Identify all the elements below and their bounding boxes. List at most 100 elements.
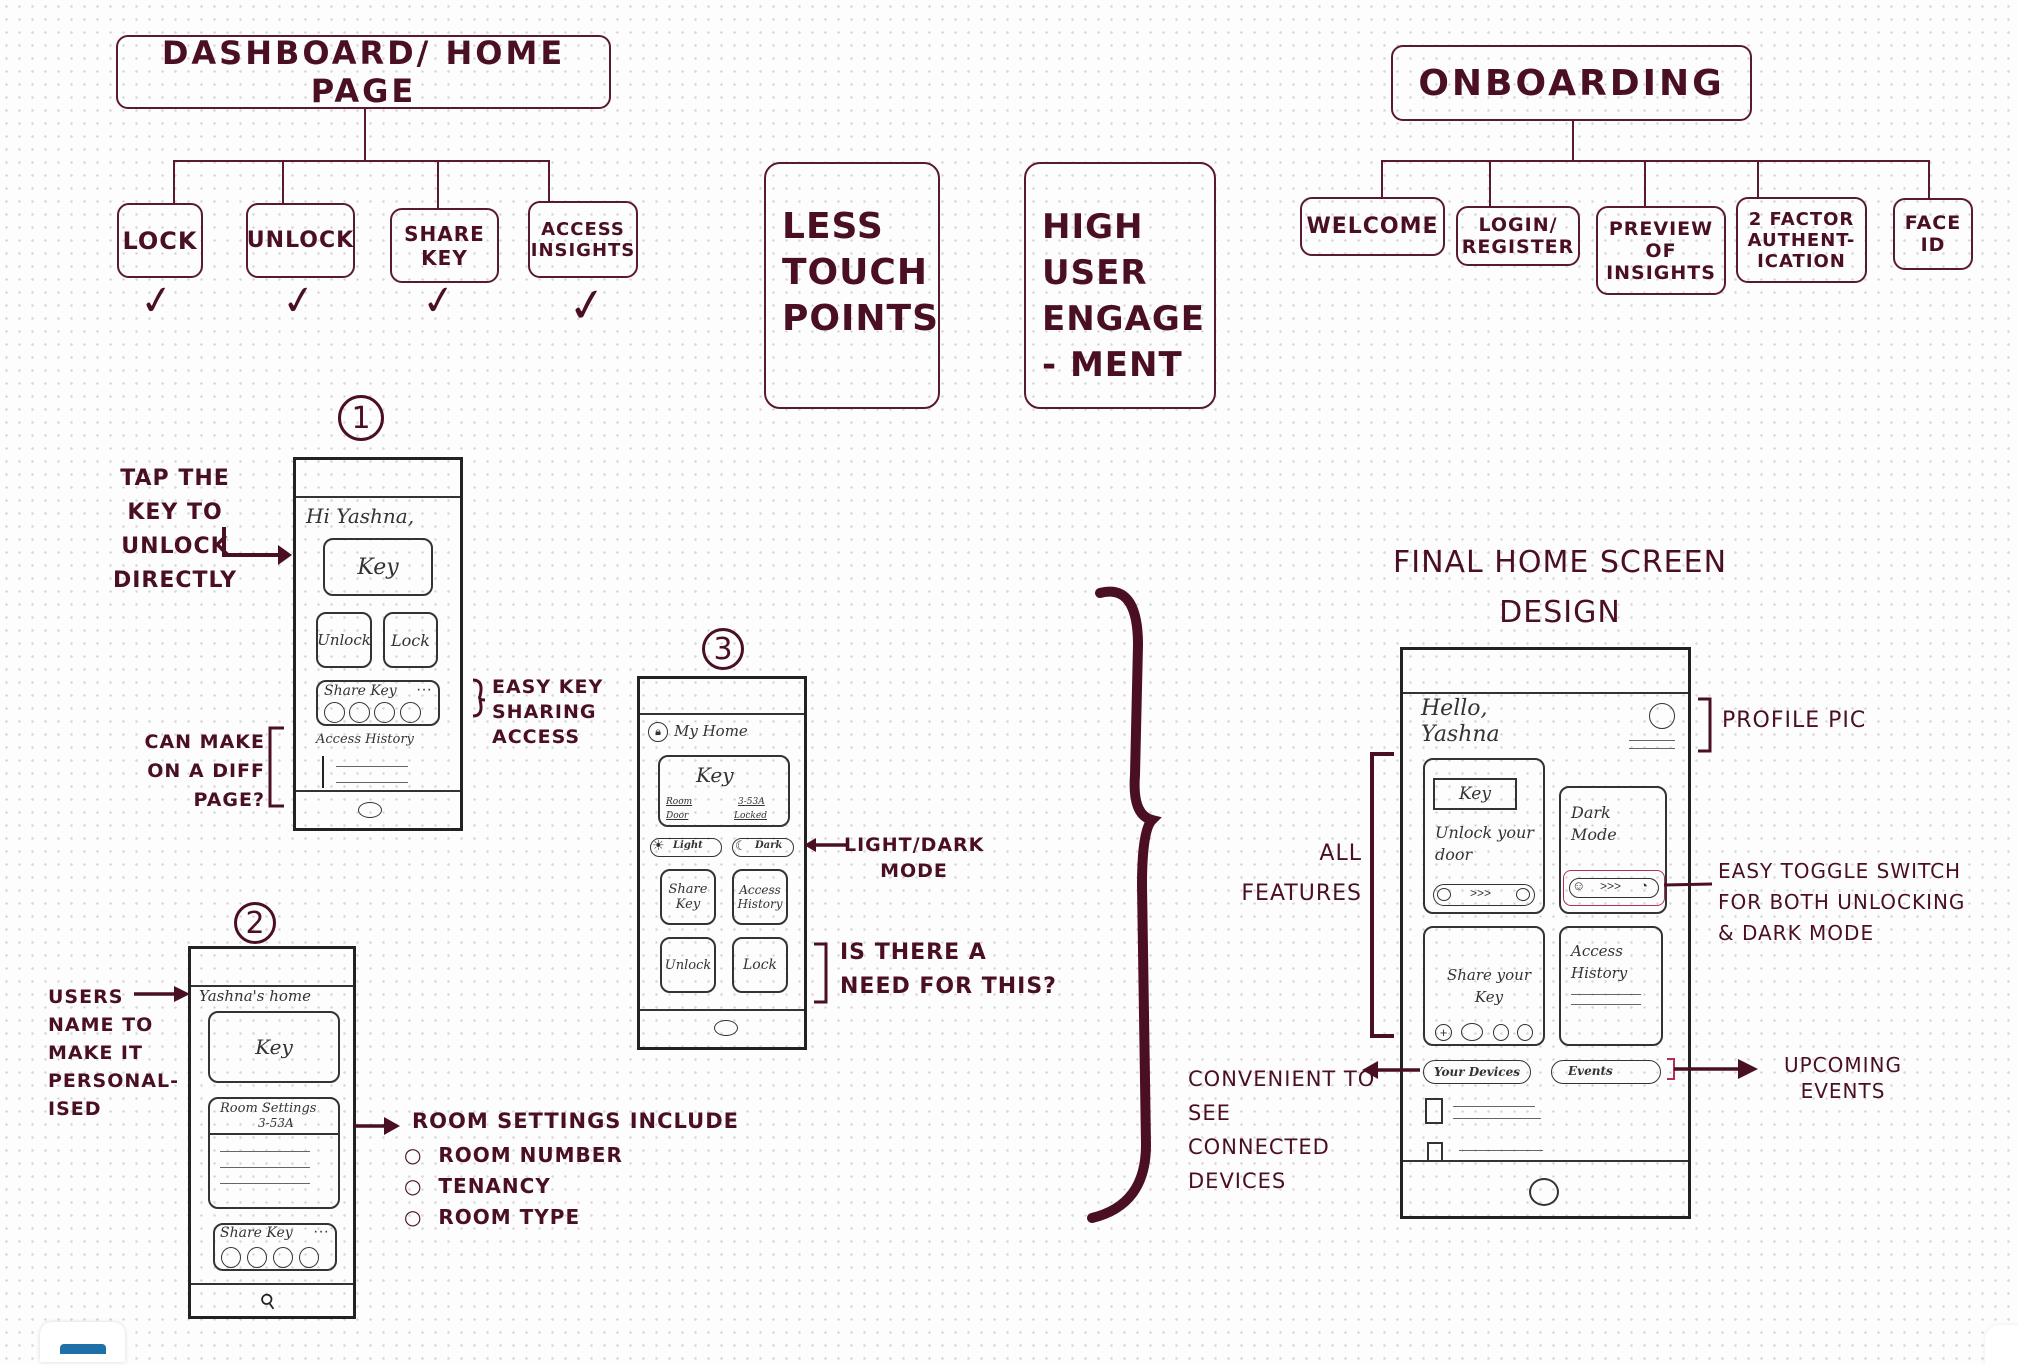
final-access-history-card[interactable]: Access History <box>1559 926 1663 1046</box>
bracket-easy-key <box>472 678 486 718</box>
home-button-icon[interactable] <box>358 802 382 818</box>
final-title: FINAL HOME SCREEN DESIGN <box>1392 545 1728 630</box>
unlock-slider[interactable]: >>> <box>1433 884 1535 906</box>
node-label: ACCESS INSIGHTS <box>530 218 636 261</box>
node-label: FACE ID <box>1904 212 1962 256</box>
room-value: 3-53A <box>738 797 765 807</box>
sketch3-access-history-button[interactable]: Access History <box>732 869 788 925</box>
dark-mode-slider[interactable]: ☺ >>> ◔ <box>1569 878 1659 898</box>
room-settings-label: Room Settings <box>220 1101 317 1116</box>
sketch1-lock-button[interactable]: Lock <box>383 612 438 668</box>
setting-row <box>220 1183 310 1184</box>
contact-avatar[interactable] <box>324 702 345 723</box>
home-divider <box>640 1009 804 1011</box>
bottom-left-card[interactable] <box>40 1322 125 1362</box>
node-label: 2 FACTOR AUTHENT- ICATION <box>1747 208 1856 272</box>
sketch1-access-history: Access History <box>316 732 414 747</box>
device-row <box>1453 1118 1541 1119</box>
onboarding-node-preview: PREVIEW OF INSIGHTS <box>1596 206 1726 295</box>
node-label: PREVIEW OF INSIGHTS <box>1606 217 1716 284</box>
profile-pic-avatar[interactable] <box>1649 703 1675 729</box>
status-divider <box>640 713 804 715</box>
dashboard-node-unlock: UNLOCK <box>246 203 355 278</box>
add-contact-icon[interactable]: + <box>1435 1024 1452 1041</box>
unlock-text: Unlock your door <box>1435 823 1534 864</box>
branch-access <box>548 160 550 201</box>
key-home-icon[interactable]: ⚲ <box>256 1288 281 1316</box>
contact-avatar[interactable] <box>349 702 370 723</box>
node-label: SHARE KEY <box>404 221 485 270</box>
profile-line <box>1629 740 1675 741</box>
history-row <box>336 782 408 783</box>
home-button-icon[interactable] <box>1529 1178 1559 1206</box>
lock-label: Lock <box>391 630 430 650</box>
line-easy-toggle <box>1664 882 1713 887</box>
events-tab[interactable]: Events <box>1551 1060 1661 1084</box>
light-label: Light <box>673 840 703 851</box>
contact-avatar[interactable] <box>374 702 395 723</box>
your-devices-tab[interactable]: Your Devices <box>1423 1060 1531 1084</box>
device-icon <box>1425 1098 1443 1124</box>
history-row <box>336 766 408 767</box>
slider-knob-start[interactable] <box>1437 888 1451 901</box>
contact-avatar[interactable] <box>273 1247 293 1268</box>
node-label: UNLOCK <box>246 228 355 253</box>
note-profile-pic: PROFILE PIC <box>1722 708 1867 733</box>
more-icon[interactable]: ··· <box>416 681 432 698</box>
dashboard-node-lock: LOCK <box>117 203 203 278</box>
sketch1-share-key-card[interactable]: Share Key ··· <box>316 680 440 726</box>
sketch2-key-card[interactable]: Key <box>208 1011 340 1083</box>
contact-avatar[interactable] <box>1517 1024 1533 1041</box>
contact-avatar[interactable] <box>400 702 421 723</box>
goal-high-user-engagement: HIGH USER ENGAGE- MENT <box>1024 162 1216 409</box>
dark-mode-label: Dark Mode <box>1571 803 1617 844</box>
final-greeting: Hello, Yashna <box>1421 696 1500 747</box>
sketch1-key-card[interactable]: Key <box>323 538 433 596</box>
final-dark-mode-card[interactable]: Dark Mode ☺ >>> ◔ <box>1559 786 1667 914</box>
dark-mode-toggle[interactable]: ☾ Dark <box>732 838 794 857</box>
sketch2-share-key-card[interactable]: Share Key ··· <box>213 1223 337 1271</box>
key-label: Key <box>357 554 399 580</box>
sketch3-key-card[interactable]: Key Room 3-53A Door Locked <box>658 755 790 827</box>
slider-knob-end[interactable] <box>1516 888 1530 901</box>
key-label: Key <box>255 1035 293 1059</box>
final-unlock-card[interactable]: Key Unlock your door >>> <box>1423 758 1545 914</box>
sketch2-room-settings-card[interactable]: Room Settings 3-53A <box>208 1097 340 1209</box>
note-room-settings-item: ○ ROOM NUMBER <box>404 1143 623 1167</box>
contact-avatar[interactable] <box>1461 1023 1483 1041</box>
contact-avatar[interactable] <box>221 1247 241 1268</box>
goal-label: HIGH USER ENGAGE- MENT <box>1042 207 1206 385</box>
contact-avatar[interactable] <box>299 1247 319 1268</box>
toggle-highlight <box>1563 870 1665 906</box>
sketch3-share-key-button[interactable]: Share Key <box>660 869 716 925</box>
goal-less-touch-points: LESS TOUCH POINTS <box>764 162 940 409</box>
bracket-all-features <box>1370 752 1394 1038</box>
sketch3-unlock-button[interactable]: Unlock <box>660 937 716 993</box>
home-divider <box>191 1283 353 1285</box>
contact-avatar[interactable] <box>1493 1024 1509 1041</box>
arrow-light-dark <box>804 838 848 852</box>
timeline-line <box>322 756 324 788</box>
final-share-key-card[interactable]: Share your Key + <box>1423 926 1545 1046</box>
goal-label: LESS TOUCH POINTS <box>782 206 939 339</box>
door-label: Door <box>666 811 689 821</box>
slider-arrows: >>> <box>1600 879 1622 893</box>
unlock-label: Unlock <box>317 631 371 649</box>
share-key-label: Share Key <box>668 882 708 912</box>
sun-icon: ☺ <box>1572 878 1586 893</box>
device-row <box>1459 1150 1543 1151</box>
light-mode-toggle[interactable]: ☀ Light <box>650 837 722 857</box>
onboarding-connector <box>1572 121 1574 161</box>
sketch1-unlock-button[interactable]: Unlock <box>316 612 372 668</box>
sketch2-phone: Yashna's home Key Room Settings 3-53A Sh… <box>188 946 356 1319</box>
unlock-label: Unlock <box>664 957 712 973</box>
check-icon: ✓ <box>564 275 611 335</box>
note-all-features: ALL FEATURES <box>1241 841 1362 906</box>
more-icon[interactable]: ··· <box>313 1223 329 1240</box>
bottom-left-accent[interactable] <box>60 1344 106 1354</box>
home-button-icon[interactable] <box>714 1020 738 1036</box>
bottom-right-card[interactable] <box>1985 1325 2018 1365</box>
dark-label: Dark <box>755 840 783 851</box>
contact-avatar[interactable] <box>247 1247 267 1268</box>
sketch3-lock-button[interactable]: Lock <box>732 937 788 993</box>
